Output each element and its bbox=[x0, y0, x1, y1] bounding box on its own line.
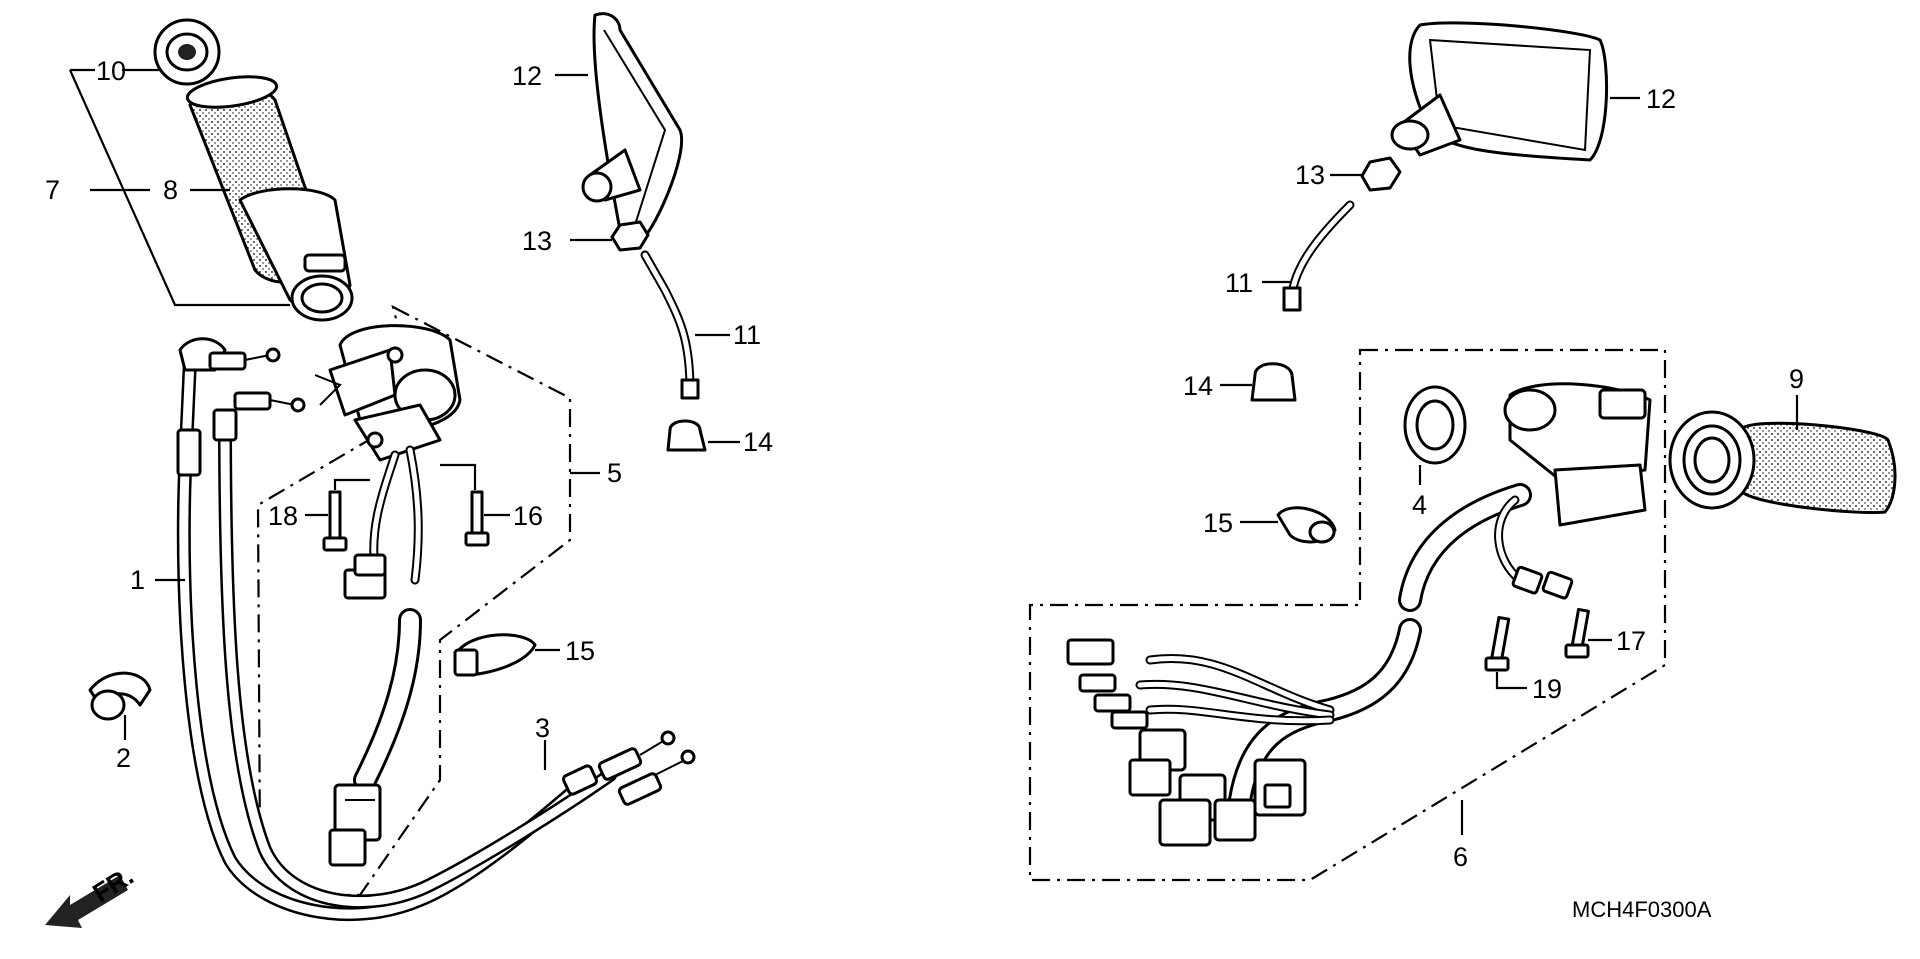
diagram-code: MCH4F0300A bbox=[1572, 897, 1712, 922]
callout-13-right: 13 bbox=[1295, 160, 1325, 190]
right-switch-housing bbox=[1503, 382, 1652, 527]
callout-7: 7 bbox=[45, 175, 60, 205]
wire-harness-connectors bbox=[1066, 638, 1335, 847]
callout-8: 8 bbox=[163, 175, 178, 205]
left-wire-clamp bbox=[453, 633, 560, 677]
right-handlebar-grip bbox=[1668, 395, 1897, 514]
right-switch-assembly-outline bbox=[1028, 348, 1667, 882]
callout-11-left: 11 bbox=[733, 320, 761, 350]
right-mirror bbox=[1390, 21, 1640, 162]
callout-3: 3 bbox=[535, 713, 550, 743]
front-arrow bbox=[45, 875, 128, 928]
callout-4: 4 bbox=[1412, 490, 1427, 520]
cable-ends-3 bbox=[543, 730, 696, 806]
callout-2: 2 bbox=[116, 743, 131, 773]
left-mirror bbox=[555, 12, 684, 242]
callout-15-right: 15 bbox=[1203, 508, 1233, 538]
callout-19: 19 bbox=[1532, 674, 1562, 704]
callout-11-right: 11 bbox=[1225, 268, 1253, 298]
right-switch-wiring bbox=[1228, 483, 1574, 812]
right-mirror-stem bbox=[1262, 200, 1355, 312]
callout-6: 6 bbox=[1453, 842, 1468, 872]
throttle-cables bbox=[155, 337, 617, 922]
left-cap-nut bbox=[666, 419, 740, 452]
left-mirror-stem bbox=[640, 250, 730, 400]
callout-12-right: 12 bbox=[1646, 84, 1676, 114]
left-screw-18 bbox=[305, 490, 348, 552]
right-cap-nut bbox=[1220, 362, 1297, 402]
left-handlebar-grip bbox=[185, 75, 354, 322]
left-screw-16 bbox=[464, 490, 510, 547]
callout-15-left: 15 bbox=[565, 636, 595, 666]
right-lock-nut bbox=[1330, 156, 1402, 192]
left-switch-wiring bbox=[328, 445, 423, 867]
callout-16: 16 bbox=[513, 501, 543, 531]
callout-labels: 10 7 8 12 13 11 14 5 18 16 1 15 2 3 FR. … bbox=[45, 56, 1804, 922]
right-wire-clamp bbox=[1240, 506, 1337, 544]
callout-13-left: 13 bbox=[522, 226, 552, 256]
callout-14-right: 14 bbox=[1183, 371, 1213, 401]
cable-clamp-2 bbox=[88, 671, 152, 740]
callout-14-left: 14 bbox=[743, 427, 773, 457]
callout-17: 17 bbox=[1616, 626, 1646, 656]
left-switch-housing bbox=[314, 324, 462, 462]
callout-9: 9 bbox=[1789, 364, 1804, 394]
callout-bracket-7 bbox=[68, 68, 290, 307]
callout-1: 1 bbox=[130, 565, 145, 595]
right-screw-17 bbox=[1564, 607, 1612, 659]
callout-10: 10 bbox=[96, 56, 126, 86]
grip-end-cap bbox=[153, 18, 221, 86]
left-lock-nut bbox=[570, 220, 650, 252]
right-screw-19 bbox=[1484, 615, 1527, 690]
callout-12-left: 12 bbox=[512, 61, 542, 91]
switch-ring-4 bbox=[1403, 385, 1467, 485]
callout-5: 5 bbox=[607, 458, 622, 488]
callout-18: 18 bbox=[268, 501, 298, 531]
